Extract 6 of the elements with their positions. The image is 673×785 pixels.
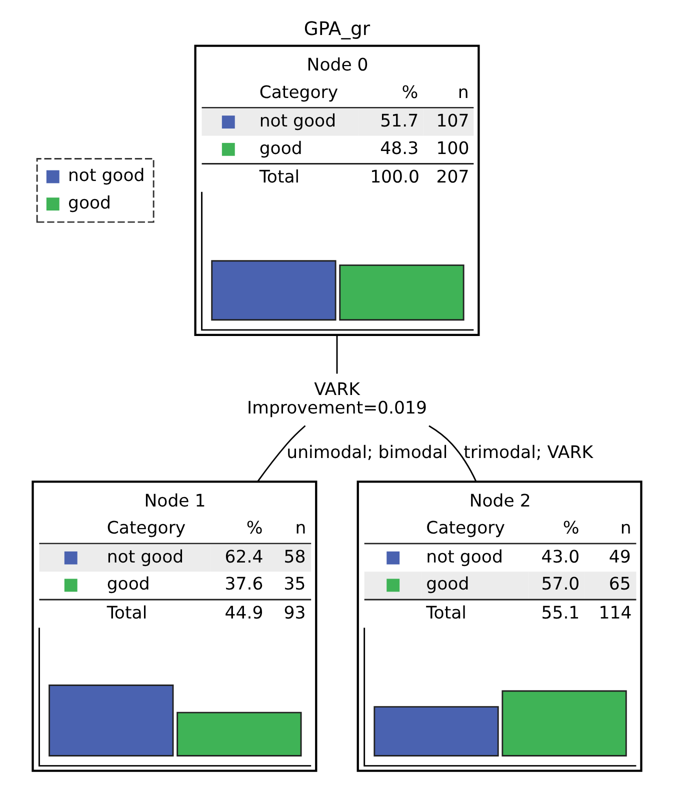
- edge-label: unimodal; bimodal: [286, 443, 448, 464]
- legend-label: not good: [68, 166, 144, 186]
- legend-label: good: [68, 194, 111, 214]
- node-text: VARK Improvement=0.019: [246, 380, 426, 418]
- diagram-title: GPA_gr: [303, 18, 370, 40]
- edge-label: trimodal; VARK: [463, 443, 593, 464]
